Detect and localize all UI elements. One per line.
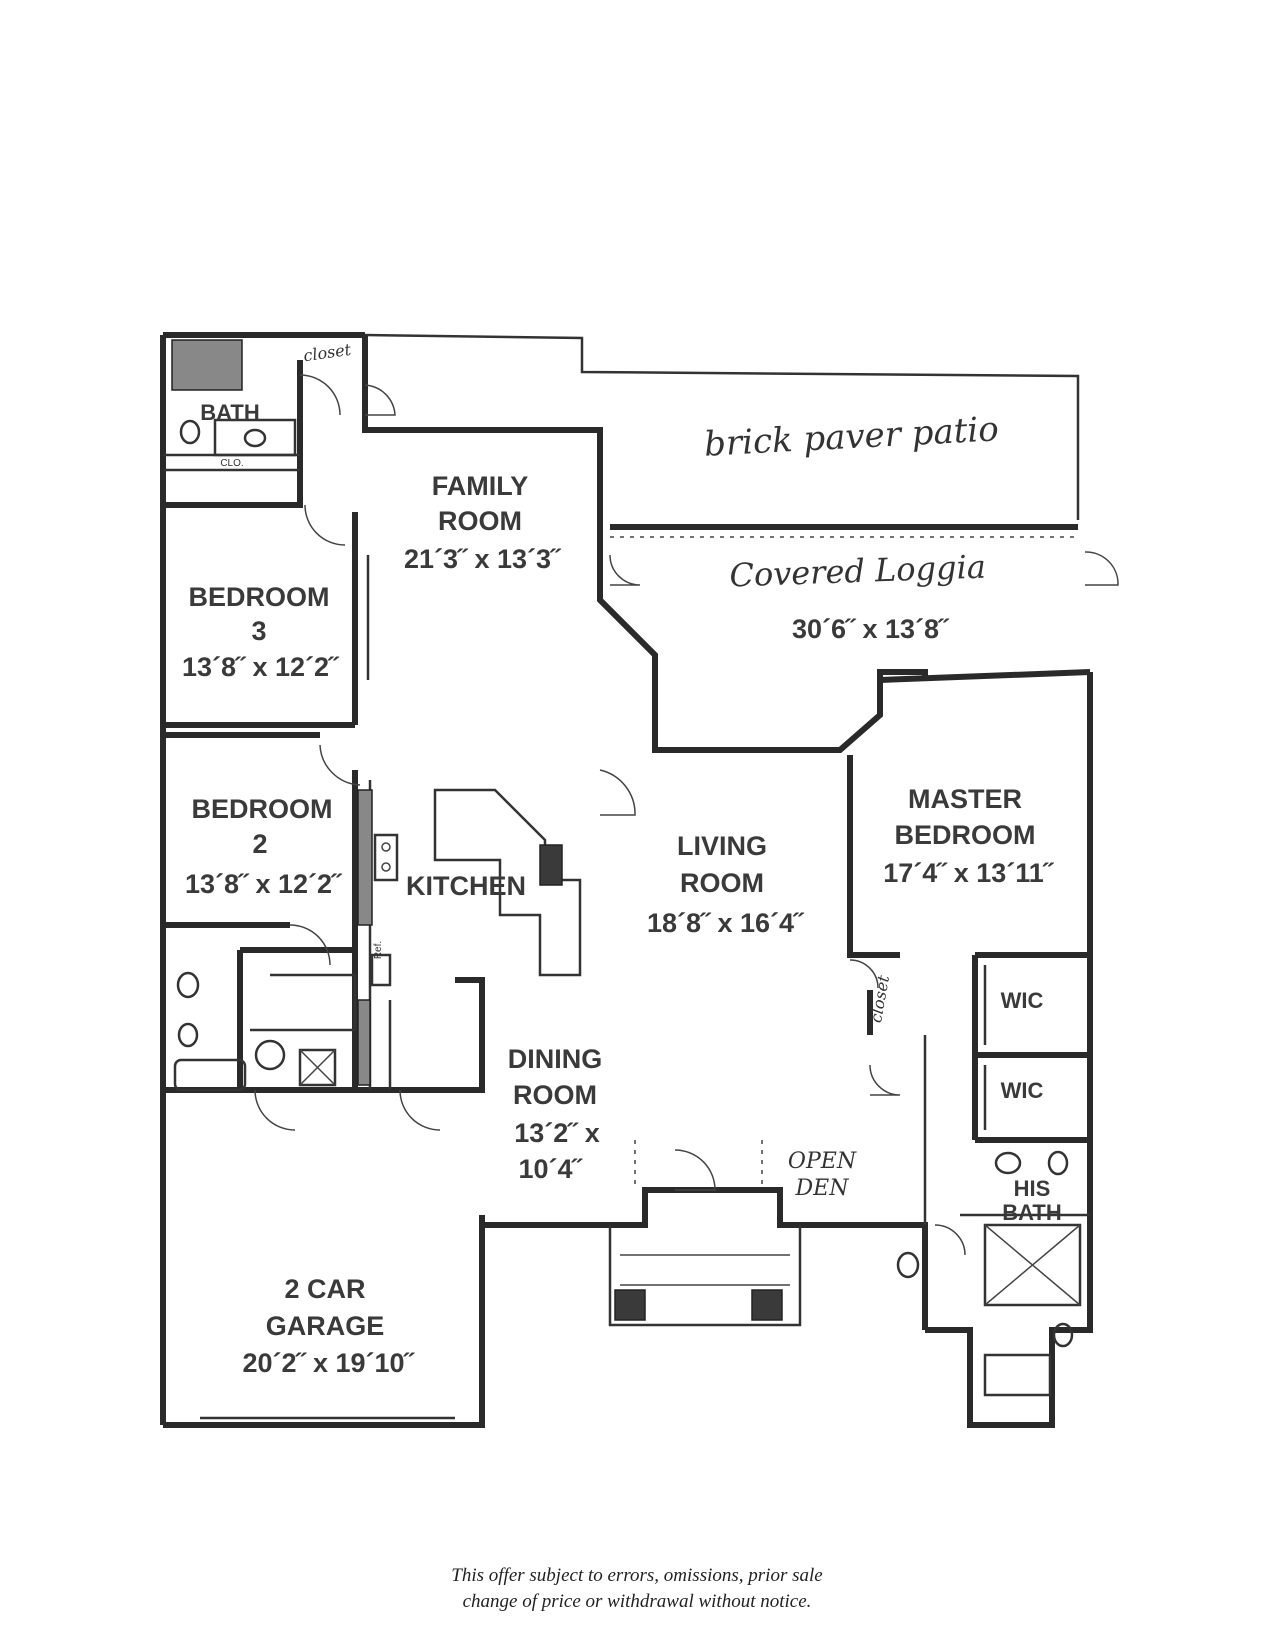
fireplace (539, 844, 563, 886)
label-closet-top: closet (302, 340, 353, 366)
label-kitchen: KITCHEN (406, 871, 526, 901)
label-clo: CLO. (220, 458, 243, 469)
label-ref: Ref. (373, 941, 384, 959)
fixtures (171, 339, 1082, 1420)
label-bath-top: BATH (200, 400, 259, 425)
label-family-room-dim: 21´3˝ x 13´3˝ (404, 544, 562, 574)
master-shower (983, 1223, 1082, 1307)
label-loggia-dim: 30´6˝ x 13´8˝ (792, 614, 950, 644)
laundry-box (298, 1048, 337, 1087)
label-master-bedroom: MASTER (908, 784, 1022, 814)
bathtub (173, 1058, 247, 1092)
label-brick-paver-patio: brick paver patio (703, 409, 1000, 464)
label-dining-room: DINING (508, 1044, 603, 1074)
label-wic-2: WIC (1001, 1078, 1044, 1103)
label-garage: 2 CAR (284, 1274, 365, 1304)
bath-sink (243, 428, 267, 448)
label-garage-dim: 20´2˝ x 19´10˝ (242, 1348, 415, 1378)
label-family-room-2: ROOM (438, 506, 522, 536)
label-master-bedroom-2: BEDROOM (895, 820, 1036, 850)
label-dining-room-2: ROOM (513, 1080, 597, 1110)
label-bedroom-3-dim: 13´8˝ x 12´2˝ (182, 652, 340, 682)
kitchen-counter (357, 789, 373, 926)
doors (254, 374, 1119, 1256)
shower-tile (171, 339, 243, 391)
master-tub (983, 1353, 1052, 1397)
label-open-den-2: DEN (795, 1176, 850, 1201)
label-garage-2: GARAGE (266, 1311, 385, 1341)
label-wic-1: WIC (1001, 988, 1044, 1013)
entry-planter-right (751, 1289, 783, 1321)
label-bedroom-2-num: 2 (252, 829, 267, 859)
label-master-bedroom-dim: 17´4˝ x 13´11˝ (883, 858, 1055, 888)
label-his-bath-2: BATH (1002, 1200, 1061, 1225)
label-bedroom-2-dim: 13´8˝ x 12´2˝ (185, 869, 343, 899)
label-living-room-dim: 18´8˝ x 16´4˝ (647, 908, 805, 938)
label-family-room: FAMILY (432, 471, 529, 501)
label-bedroom-3: BEDROOM (189, 582, 330, 612)
label-dining-room-dim-2: 10´4˝ (518, 1154, 583, 1184)
disclaimer-line-2: change of price or withdrawal without no… (462, 1591, 812, 1612)
refrigerator (370, 953, 392, 987)
label-bedroom-3-num: 3 (251, 616, 266, 646)
label-living-room-2: ROOM (680, 868, 764, 898)
label-covered-loggia: Covered Loggia (729, 548, 987, 595)
disclaimer-line-1: This offer subject to errors, omissions,… (451, 1565, 823, 1586)
bath-toilet (179, 419, 201, 445)
exterior-walls (160, 332, 1093, 1428)
range (373, 833, 399, 882)
label-his-bath: HIS (1014, 1176, 1051, 1201)
label-bedroom-2: BEDROOM (192, 794, 333, 824)
label-dining-room-dim: 13´2˝ x (514, 1118, 600, 1148)
label-closet-master: closet (866, 973, 893, 1024)
bath-vanity (213, 418, 297, 457)
label-living-room: LIVING (677, 831, 767, 861)
label-open-den: OPEN (788, 1149, 857, 1174)
entry-planter-left (614, 1289, 646, 1321)
